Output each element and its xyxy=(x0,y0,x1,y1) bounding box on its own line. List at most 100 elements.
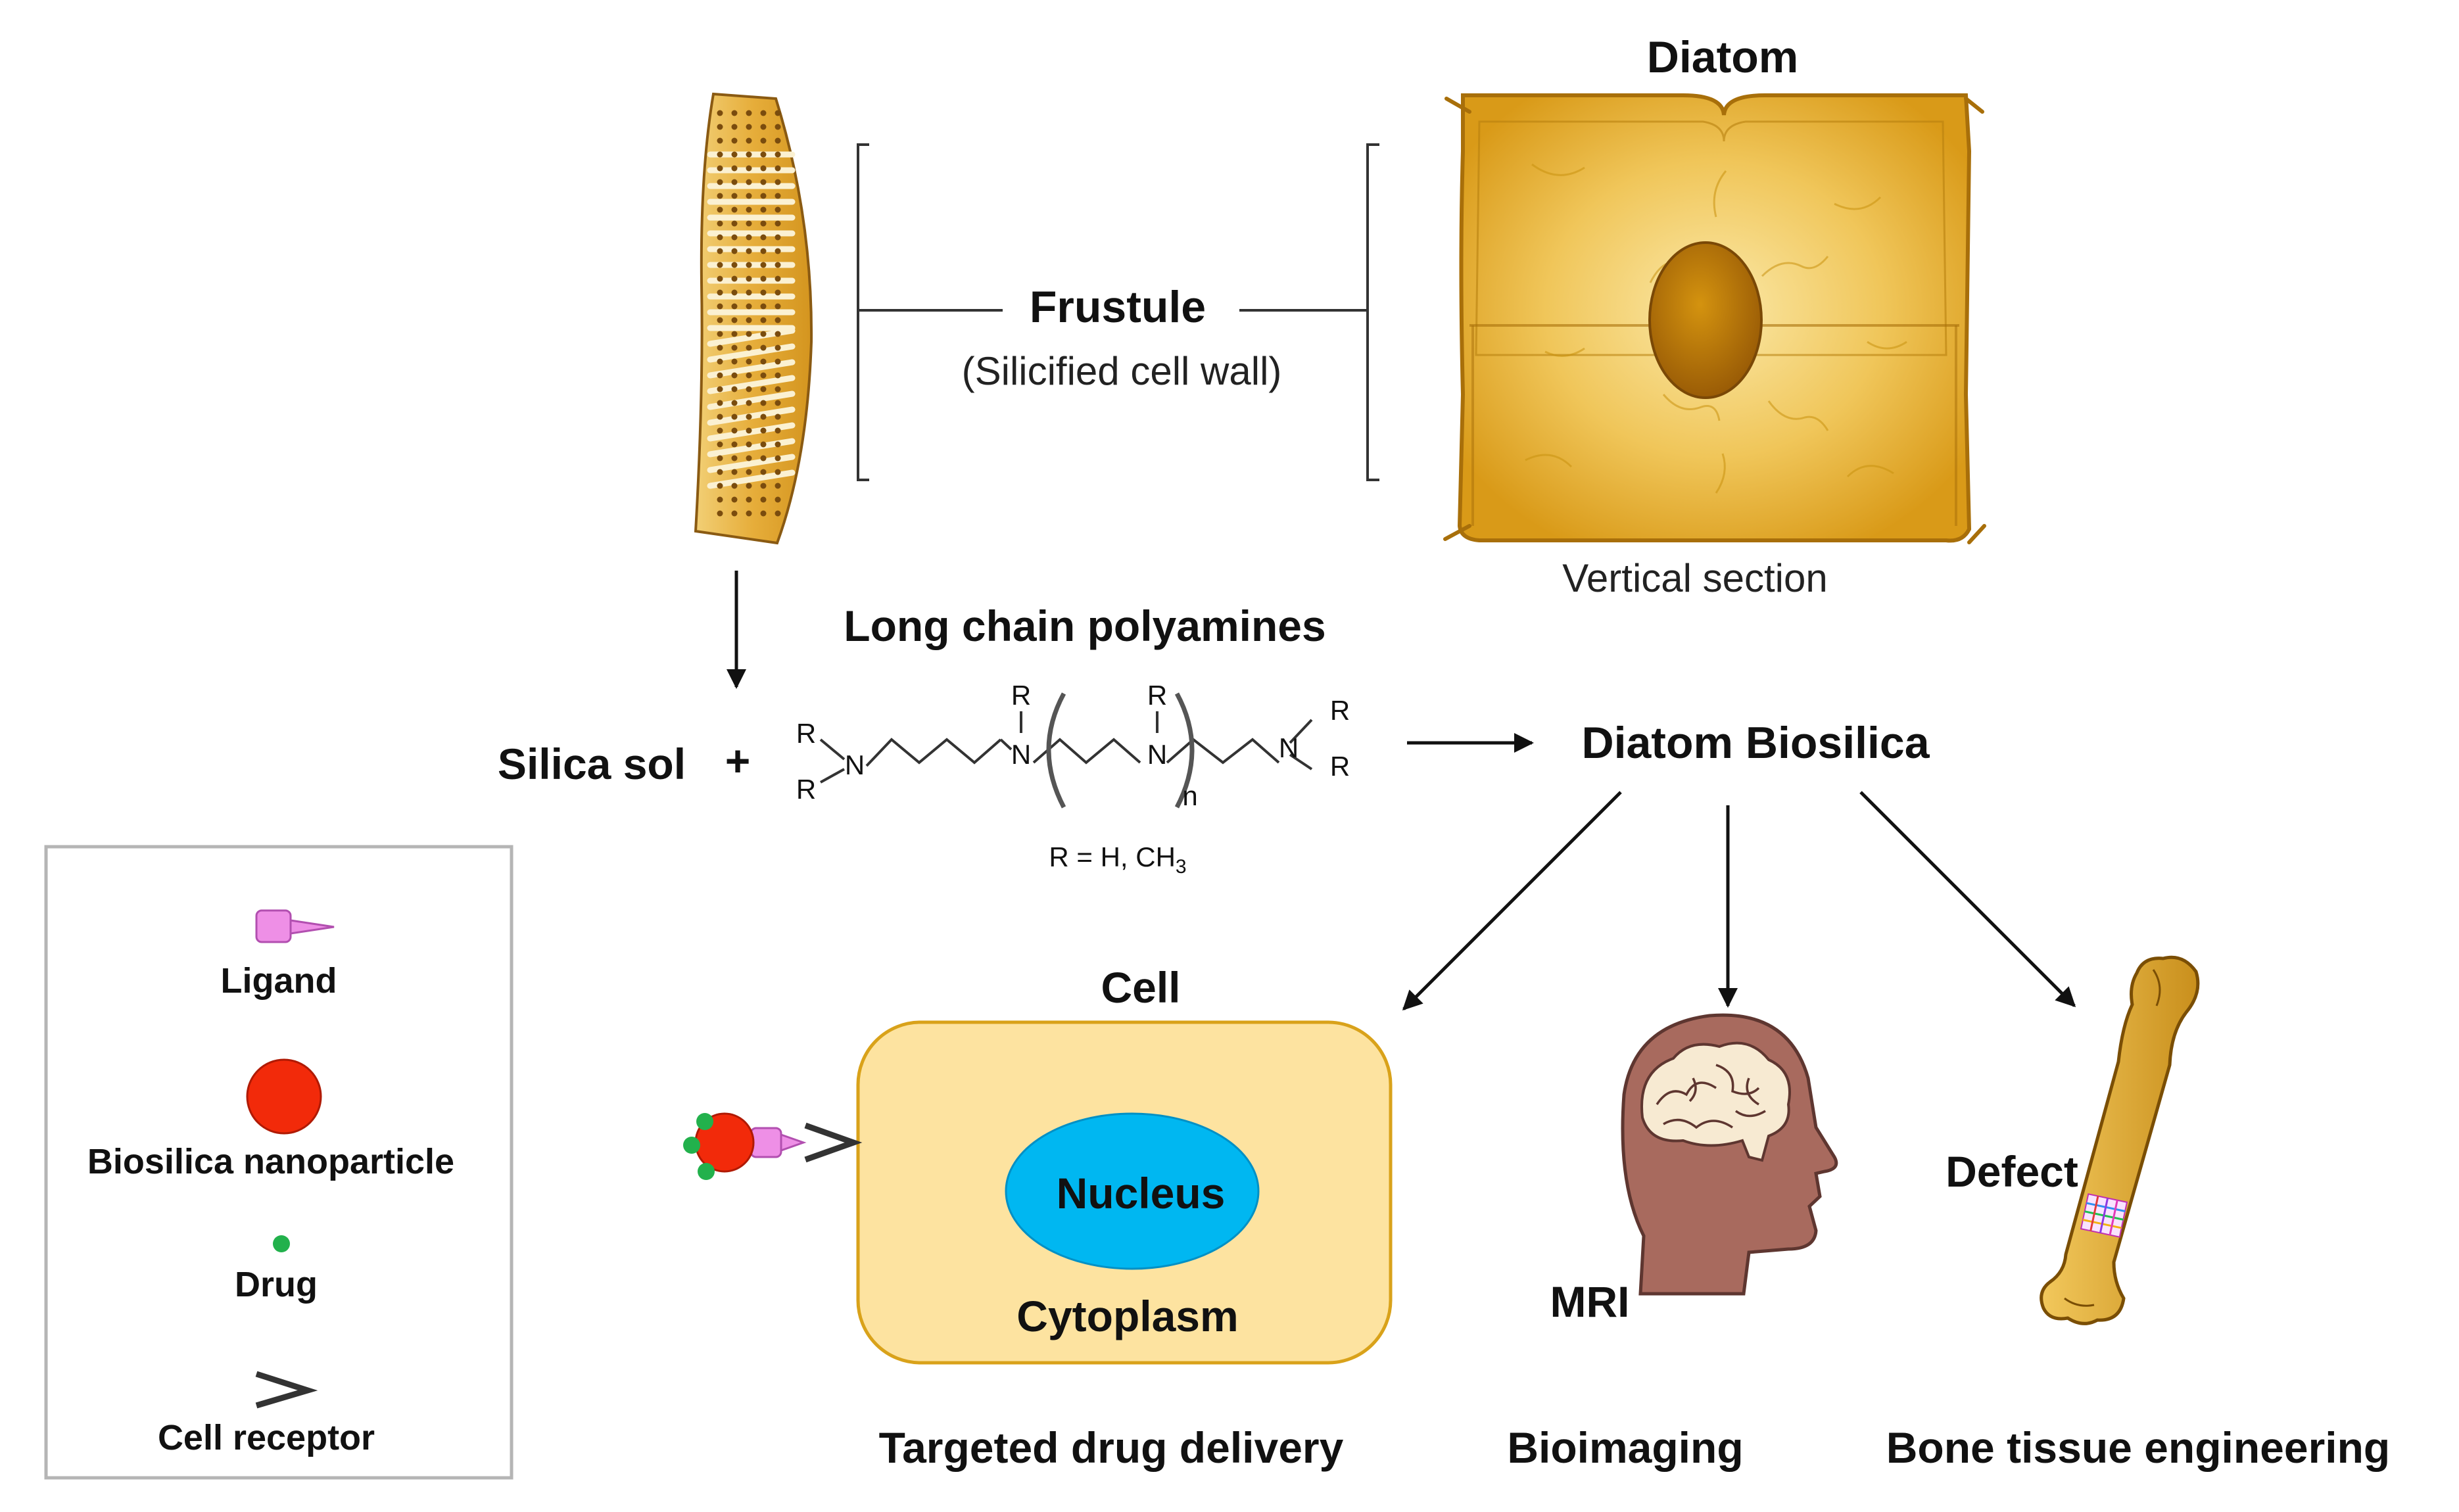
frustule-pore xyxy=(717,193,723,199)
app-bioimaging: Bioimaging xyxy=(1507,1423,1743,1472)
frustule-subtitle: (Silicified cell wall) xyxy=(962,349,1282,393)
frustule-pore xyxy=(731,193,738,199)
frustule-pore xyxy=(760,510,767,517)
drug-dot-3 xyxy=(698,1163,715,1180)
legend-receptor-label: Cell receptor xyxy=(158,1418,375,1457)
frustule-pore xyxy=(731,441,738,448)
frustule-pore xyxy=(731,179,738,185)
drug-dot-1 xyxy=(696,1113,713,1130)
frustule-pore xyxy=(717,331,723,337)
frustule-pore xyxy=(760,234,767,241)
frustule-pore xyxy=(731,124,738,130)
frustule-pore xyxy=(731,289,738,296)
atom-r-6: R xyxy=(1330,751,1350,782)
cytoplasm-label: Cytoplasm xyxy=(1016,1292,1238,1340)
legend-nanoparticle-icon xyxy=(246,1058,322,1135)
frustule-pore xyxy=(775,510,781,517)
frustule-stripe xyxy=(707,375,796,394)
frustule-pore xyxy=(746,151,752,158)
legend-ligand-label: Ligand xyxy=(221,961,337,1001)
frustule-pore xyxy=(746,303,752,310)
frustule-pore xyxy=(731,358,738,365)
frustule-pore xyxy=(746,386,752,392)
frustule-pore xyxy=(746,110,752,116)
frustule-pore xyxy=(775,317,781,323)
legend-drug-label: Drug xyxy=(235,1265,318,1304)
frustule-pore xyxy=(717,510,723,517)
frustule-pore xyxy=(775,303,781,310)
frustule-pore xyxy=(760,344,767,351)
frustule-pore xyxy=(746,275,752,282)
frustule-pore xyxy=(760,275,767,282)
frustule-pore xyxy=(717,317,723,323)
frustule-pore xyxy=(760,124,767,130)
frustule-pore xyxy=(731,248,738,254)
frustule-pore xyxy=(731,234,738,241)
frustule-pore xyxy=(760,110,767,116)
defect-scaffold xyxy=(2080,1193,2128,1238)
atom-r-4: R xyxy=(1147,680,1167,711)
polyamine-title: Long chain polyamines xyxy=(844,602,1325,650)
frustule-pore xyxy=(775,234,781,241)
ligand-tail-cell xyxy=(780,1133,807,1152)
frustule-pore xyxy=(775,469,781,475)
legend-drug-icon xyxy=(273,1235,290,1252)
frustule-pore xyxy=(775,248,781,254)
frustule-pore xyxy=(731,110,738,116)
frustule-pore xyxy=(717,110,723,116)
frustule-pore xyxy=(775,124,781,130)
plus-sign: + xyxy=(725,736,751,785)
frustule-pore xyxy=(760,248,767,254)
defect-label: Defect xyxy=(1946,1147,2078,1196)
diatom-illustration xyxy=(1443,93,1986,544)
frustule-pore xyxy=(746,262,752,268)
frustule-pore xyxy=(731,275,738,282)
frustule-pore xyxy=(731,413,738,420)
cell-receptor-at-cell xyxy=(804,1122,863,1163)
frustule-pore xyxy=(746,400,752,406)
vertical-section-label: Vertical section xyxy=(1562,556,1828,600)
frustule-pore xyxy=(760,358,767,365)
frustule-pore xyxy=(731,262,738,268)
frustule-pore xyxy=(731,386,738,392)
frustule-pore xyxy=(746,137,752,144)
atom-n-1: N xyxy=(845,749,865,780)
frustule-pore xyxy=(775,151,781,158)
frustule-pore xyxy=(717,386,723,392)
frustule-pore xyxy=(717,179,723,185)
frustule-pore xyxy=(717,303,723,310)
frustule-pore xyxy=(717,400,723,406)
frustule-pore xyxy=(746,344,752,351)
frustule-pore xyxy=(731,331,738,337)
frustule-pore xyxy=(760,386,767,392)
subscript-n: n xyxy=(1182,780,1197,811)
frustule-pore xyxy=(775,206,781,213)
atom-r-1: R xyxy=(796,718,816,749)
frustule-label: Frustule xyxy=(1030,282,1206,332)
frustule-pore xyxy=(731,400,738,406)
frustule-pore xyxy=(717,469,723,475)
frustule-pore xyxy=(717,358,723,365)
frustule-pore xyxy=(717,496,723,503)
frustule-pore xyxy=(717,165,723,172)
frustule-pore xyxy=(760,372,767,379)
frustule-pore xyxy=(731,137,738,144)
atom-n-2: N xyxy=(1011,739,1031,770)
diatom-nucleus xyxy=(1648,241,1763,399)
frustule-pore xyxy=(775,193,781,199)
frustule-pore xyxy=(731,455,738,461)
frustule-pore xyxy=(731,220,738,227)
cell-nucleus xyxy=(1005,1112,1260,1270)
frustule-illustration xyxy=(694,92,813,545)
ligand-body-cell xyxy=(750,1127,782,1158)
frustule-pore xyxy=(775,358,781,365)
legend-nanoparticle-label: Biosilica nanoparticle xyxy=(87,1142,454,1181)
frustule-pore xyxy=(775,455,781,461)
legend-box: Ligand Biosilica nanoparticle Drug Cell … xyxy=(44,845,513,1480)
frustule-pore xyxy=(746,234,752,241)
frustule-pore xyxy=(775,137,781,144)
frustule-pore xyxy=(760,289,767,296)
arrow-to-bone xyxy=(1859,791,2076,1008)
arrow-to-drug-delivery xyxy=(1402,791,1622,1011)
frustule-pore xyxy=(760,206,767,213)
